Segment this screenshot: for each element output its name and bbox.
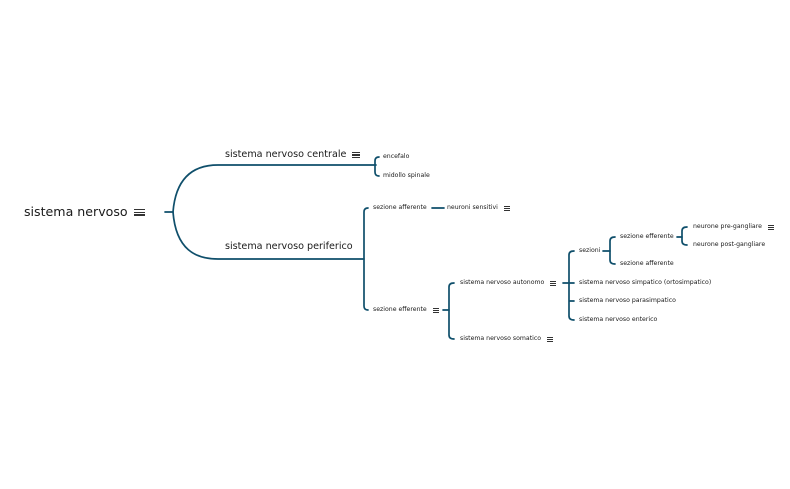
node-midollo[interactable]: midollo spinale	[383, 172, 430, 179]
node-root-label: sistema nervoso	[24, 204, 128, 219]
node-encefalo-label: encefalo	[383, 153, 410, 160]
node-afferente-label: sezione afferente	[373, 204, 427, 211]
notes-icon[interactable]	[767, 224, 774, 231]
connector-centrale-children	[374, 156, 380, 177]
node-simpatico[interactable]: sistema nervoso simpatico (ortosimpatico…	[579, 279, 712, 286]
node-pre-gangliare[interactable]: neurone pre-gangliare	[693, 224, 774, 231]
node-autonomo-label: sistema nervoso autonomo	[460, 279, 545, 287]
connector-root-periferico	[172, 211, 365, 260]
connector-periferico-children	[363, 207, 369, 311]
node-periferico[interactable]: sistema nervoso periferico	[225, 242, 353, 252]
node-efferente[interactable]: sezione efferente	[373, 307, 439, 314]
node-neuroni-sensitivi-label: neuroni sensitivi	[447, 204, 498, 212]
node-post-gangliare[interactable]: neurone post-gangliare	[693, 241, 766, 248]
connector-efferente-children	[448, 282, 455, 340]
node-somatico-label: sistema nervoso somatico	[460, 335, 542, 343]
node-autonomo[interactable]: sistema nervoso autonomo	[460, 279, 557, 287]
node-somatico[interactable]: sistema nervoso somatico	[460, 335, 554, 343]
node-root[interactable]: sistema nervoso	[24, 204, 145, 219]
connector-sezeff-children	[681, 226, 688, 246]
notes-icon[interactable]	[503, 205, 510, 212]
notes-icon[interactable]	[550, 280, 557, 287]
node-sez-afferente-label: sezione afferente	[620, 260, 674, 267]
node-pre-gangliare-label: neurone pre-gangliare	[693, 223, 762, 231]
node-centrale[interactable]: sistema nervoso centrale	[225, 149, 361, 161]
node-centrale-label: sistema nervoso centrale	[225, 149, 347, 161]
notes-icon[interactable]	[547, 336, 554, 343]
connector-root-centrale	[164, 164, 377, 213]
node-enterico[interactable]: sistema nervoso enterico	[579, 316, 658, 323]
node-simpatico-label: sistema nervoso simpatico (ortosimpatico…	[579, 279, 712, 286]
node-post-gangliare-label: neurone post-gangliare	[693, 241, 766, 248]
node-midollo-label: midollo spinale	[383, 172, 430, 179]
node-periferico-label: sistema nervoso periferico	[225, 241, 353, 252]
node-encefalo[interactable]: encefalo	[383, 153, 410, 160]
notes-icon[interactable]	[133, 207, 145, 217]
notes-icon[interactable]	[432, 307, 439, 314]
node-afferente[interactable]: sezione afferente	[373, 204, 427, 211]
node-sezioni-label: sezioni	[579, 247, 601, 254]
node-parasimpatico[interactable]: sistema nervoso parasimpatico	[579, 297, 676, 304]
node-sez-afferente[interactable]: sezione afferente	[620, 260, 674, 267]
node-sez-efferente[interactable]: sezione efferente	[620, 233, 674, 240]
node-efferente-label: sezione efferente	[373, 306, 427, 314]
node-neuroni-sensitivi[interactable]: neuroni sensitivi	[447, 205, 510, 212]
node-parasimpatico-label: sistema nervoso parasimpatico	[579, 297, 676, 304]
notes-icon[interactable]	[352, 150, 361, 160]
connector-autonomo-children	[568, 250, 575, 321]
node-sez-efferente-label: sezione efferente	[620, 233, 674, 240]
node-enterico-label: sistema nervoso enterico	[579, 316, 658, 323]
connector-sezioni-children	[609, 236, 616, 265]
node-sezioni[interactable]: sezioni	[579, 247, 601, 254]
